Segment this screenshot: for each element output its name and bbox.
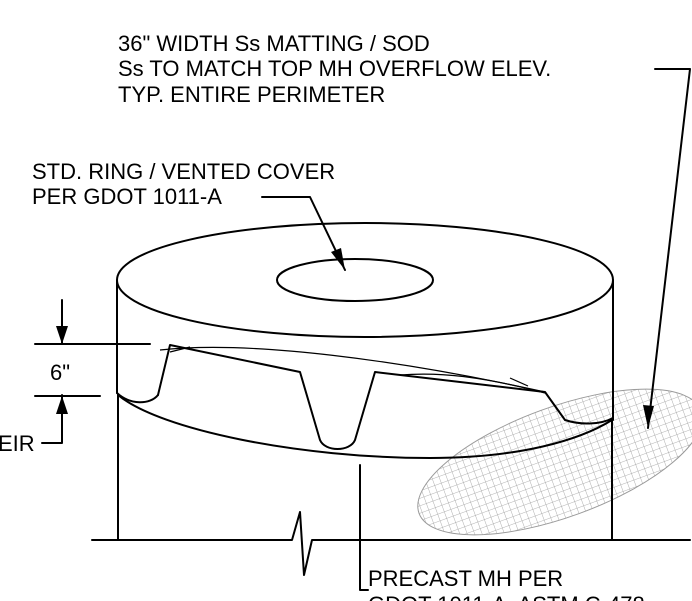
matting-label-line3: TYP. ENTIRE PERIMETER bbox=[118, 82, 385, 107]
ring-cover-label-line1: STD. RING / VENTED COVER bbox=[32, 159, 335, 184]
vented-cover bbox=[276, 258, 434, 302]
matting-label-line2: Ss TO MATCH TOP MH OVERFLOW ELEV. bbox=[118, 56, 551, 81]
arrow-matting bbox=[643, 405, 654, 428]
weir-label: EIR bbox=[0, 431, 35, 456]
dimension-6in bbox=[34, 299, 151, 414]
matting-label-line1: 36" WIDTH Ss MATTING / SOD bbox=[118, 31, 430, 56]
manhole-body bbox=[116, 222, 614, 541]
matting-leader bbox=[647, 68, 691, 429]
precast-leader bbox=[359, 464, 369, 591]
dimension-label: 6" bbox=[50, 360, 70, 385]
ring-cover-leader bbox=[261, 196, 346, 271]
ground-line bbox=[91, 511, 691, 576]
matting-sod-area bbox=[417, 388, 692, 536]
arrow-ring-cover bbox=[331, 248, 345, 270]
ring-cover-label-line2: PER GDOT 1011-A bbox=[32, 184, 222, 209]
weir-leader bbox=[41, 394, 63, 444]
precast-label-line1: PRECAST MH PER bbox=[368, 566, 563, 591]
